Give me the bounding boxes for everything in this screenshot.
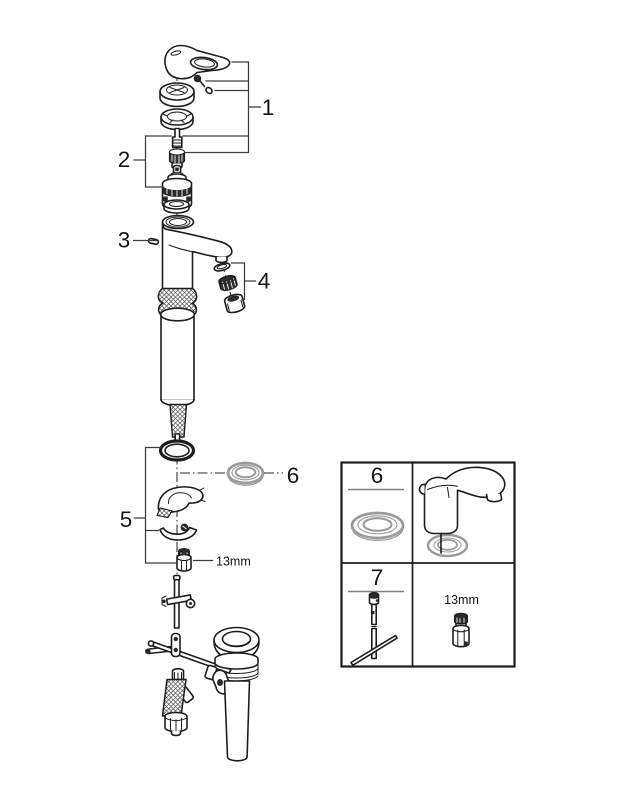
- base-gasket-ring: [226, 461, 265, 486]
- callout-3-label: 3: [118, 228, 131, 253]
- box-cell-gasket: 6: [348, 463, 405, 541]
- cartridge-screw: [171, 127, 183, 149]
- handle-screw: [193, 74, 206, 88]
- mounting-saddle: [156, 486, 206, 519]
- callout-6-label: 6: [287, 463, 300, 488]
- callout-1-label: 1: [262, 95, 275, 120]
- handle-plug: [205, 86, 213, 95]
- popup-drain: [204, 626, 260, 762]
- replacement-parts-box: 6 7: [340, 461, 516, 668]
- aerator-mousseur: [218, 275, 238, 291]
- mounting-nut: [176, 548, 192, 572]
- callout-2-label: 2: [118, 147, 131, 172]
- popup-pull-rod: [161, 574, 196, 629]
- box-wrench-size-label: 13mm: [444, 593, 479, 607]
- callout-4-label: 4: [258, 269, 271, 294]
- callout-5-label: 5: [120, 507, 133, 532]
- handle-o-ring: [160, 108, 194, 131]
- box-part-6-label: 6: [371, 463, 384, 488]
- aerator-o-ring: [213, 262, 231, 272]
- mounting-clamp: [159, 523, 198, 541]
- handle-cap: [159, 82, 195, 108]
- lever-handle: [164, 44, 231, 80]
- cartridge-flange-ring: [163, 199, 190, 214]
- shank-tube: [159, 307, 196, 447]
- box-part-7-label: 7: [371, 565, 384, 590]
- callout-lines: [132, 61, 283, 564]
- wrench-size-label: 13mm: [216, 555, 251, 569]
- aerator-housing: [223, 293, 246, 314]
- box-cell-rod: 7: [348, 565, 404, 667]
- supply-hose: [161, 668, 195, 737]
- box-cell-faucet: [418, 466, 506, 558]
- box-cell-wrench-nut: 13mm: [444, 593, 479, 648]
- base-o-ring: [158, 439, 196, 462]
